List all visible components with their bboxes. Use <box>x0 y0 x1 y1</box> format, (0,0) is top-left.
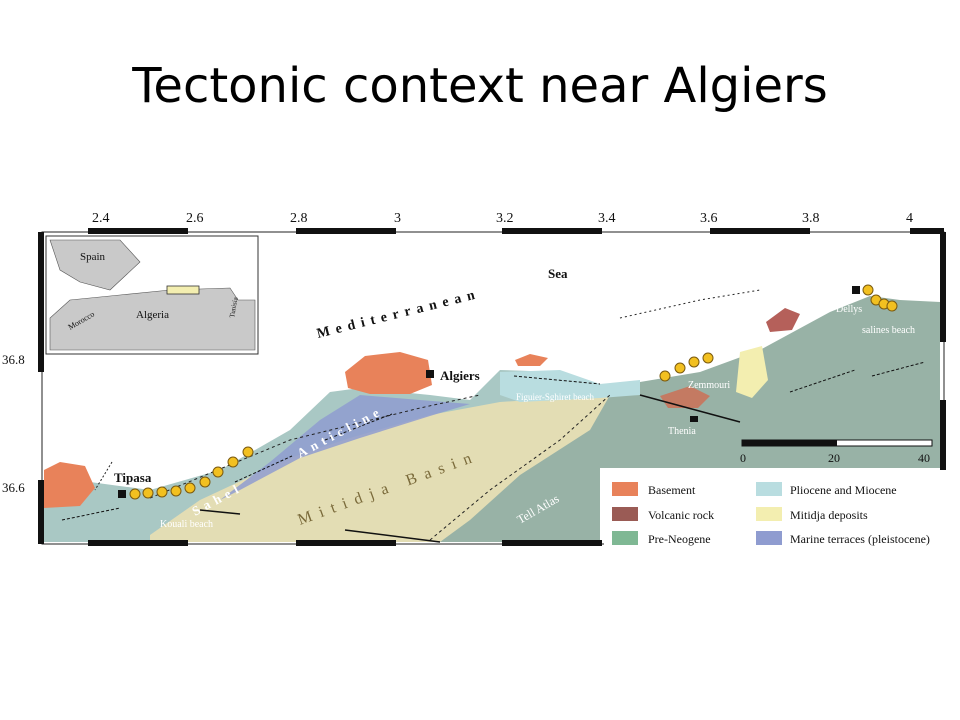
place-zemmouri: Zemmouri <box>688 380 730 391</box>
inset-study-area <box>166 285 200 295</box>
scale-bar-fill <box>742 440 837 446</box>
basement-tipasa <box>44 462 95 508</box>
fault-line-2 <box>429 394 611 541</box>
anticline-axes <box>61 361 926 521</box>
pre-neogene-relief <box>430 296 940 542</box>
mitidja-basin-area <box>150 395 610 542</box>
sea-label: Sea <box>548 266 568 281</box>
coast-points <box>129 284 898 500</box>
lon-tick-7: 3.8 <box>802 211 820 226</box>
volcanic-thenia <box>660 386 710 408</box>
lon-tick-8: 4 <box>906 211 913 226</box>
frame-border <box>38 228 946 546</box>
legend-label-2: Pre-Neogene <box>648 532 711 546</box>
place-tipasa: Tipasa <box>114 470 152 485</box>
legend-label-3: Pliocene and Miocene <box>790 483 897 497</box>
fault-line-solid-1 <box>639 394 741 423</box>
inset-algeria: Algeria <box>136 309 169 321</box>
scale-label-2: 40 <box>918 451 930 465</box>
lat-tick-0: 36.8 <box>2 352 25 367</box>
legend-label-4: Mitidja deposits <box>790 508 868 522</box>
legend-swatch-3 <box>756 482 782 496</box>
fault-line-1 <box>149 394 481 499</box>
basement-figuier <box>515 354 548 366</box>
fault-line-solid-2 <box>344 529 441 543</box>
legend-swatch-5 <box>756 531 782 545</box>
volcanic-dellys <box>766 308 800 332</box>
inset-spain: Spain <box>80 251 106 263</box>
marine-terraces <box>220 395 470 500</box>
scale-label-1: 20 <box>828 451 840 465</box>
lon-tick-3: 3 <box>394 211 401 226</box>
basement-algiers <box>345 352 432 394</box>
mitidja-deposits-east <box>736 346 768 398</box>
fault-line-3 <box>619 289 761 319</box>
place-dellys: Dellys <box>836 304 862 315</box>
legend-swatch-1 <box>612 507 638 521</box>
legend-swatch-0 <box>612 482 638 496</box>
lon-tick-5: 3.4 <box>598 211 616 226</box>
place-figuier-beach: Figuier-Sghiret beach <box>516 392 595 402</box>
scale-label-0: 0 <box>740 451 746 465</box>
town-markers <box>118 286 860 498</box>
slide-title: Tectonic context near Algiers <box>132 58 828 114</box>
legend-swatch-2 <box>612 531 638 545</box>
legend-label-1: Volcanic rock <box>648 508 714 522</box>
fault-line-4 <box>94 461 113 491</box>
lon-tick-2: 2.8 <box>290 211 308 226</box>
lon-tick-4: 3.2 <box>496 211 514 226</box>
place-kouali-beach: Kouali beach <box>160 519 213 530</box>
lon-tick-0: 2.4 <box>92 211 110 226</box>
inset-tunisia: Tunisia <box>228 296 240 319</box>
legend-label-0: Basement <box>648 483 696 497</box>
lat-tick-1: 36.6 <box>2 480 25 495</box>
fault-line-solid-3 <box>199 509 241 515</box>
place-algiers: Algiers <box>440 368 480 383</box>
lon-tick-1: 2.6 <box>186 211 204 226</box>
lon-tick-6: 3.6 <box>700 211 718 226</box>
inset-land <box>49 239 256 351</box>
place-thenia: Thenia <box>668 426 696 437</box>
legend-label-5: Marine terraces (pleistocene) <box>790 532 930 546</box>
place-salines-beach: salines beach <box>862 325 915 336</box>
legend-swatch-4 <box>756 507 782 521</box>
